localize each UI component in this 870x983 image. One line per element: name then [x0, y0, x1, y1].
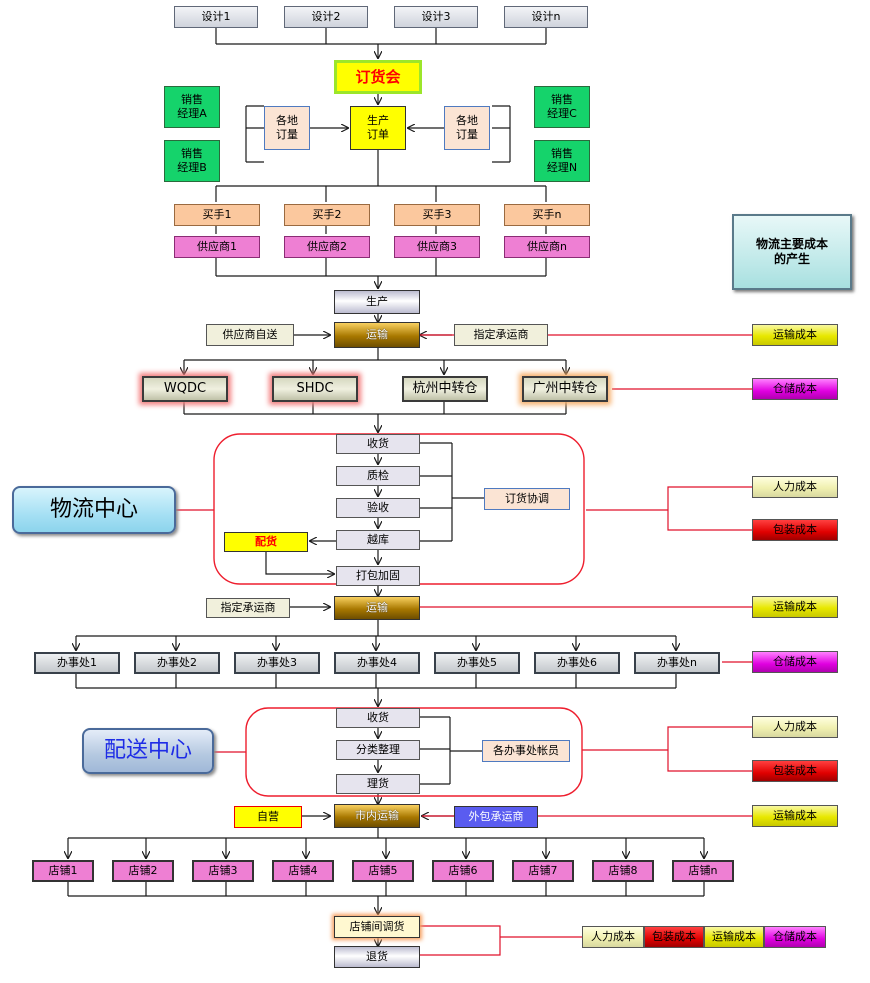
cost-storage-2: 仓储成本 [752, 651, 838, 673]
store-box-n: 店铺n [672, 860, 734, 882]
outsourced-carrier-box: 外包承运商 [454, 806, 538, 828]
office-box-6: 办事处6 [534, 652, 620, 674]
store-box-5: 店铺5 [352, 860, 414, 882]
allocation-box: 配货 [224, 532, 308, 552]
design-box-2: 设计2 [284, 6, 368, 28]
store-box-4: 店铺4 [272, 860, 334, 882]
cost-transport-3: 运输成本 [752, 805, 838, 827]
order-coordination-box: 订货协调 [484, 488, 570, 510]
lc-step-accept: 验收 [336, 498, 420, 518]
warehouse-shdc: SHDC [272, 376, 358, 402]
store-box-2: 店铺2 [112, 860, 174, 882]
office-box-4: 办事处4 [334, 652, 420, 674]
store-box-7: 店铺7 [512, 860, 574, 882]
office-box-3: 办事处3 [234, 652, 320, 674]
dc-step-arrange: 理货 [336, 774, 420, 794]
buyer-box-3: 买手3 [394, 204, 480, 226]
store-box-1: 店铺1 [32, 860, 94, 882]
supplier-box-n: 供应商n [504, 236, 590, 258]
sales-manager-b: 销售 经理B [164, 140, 220, 182]
self-operated-box: 自营 [234, 806, 302, 828]
buyer-box-1: 买手1 [174, 204, 260, 226]
lc-step-inspect: 质检 [336, 466, 420, 486]
order-fair-box: 订货会 [334, 60, 422, 94]
local-orders-right: 各地 订量 [444, 106, 490, 150]
cost-row-labor: 人力成本 [582, 926, 644, 948]
design-box-n: 设计n [504, 6, 588, 28]
cost-row-packaging: 包装成本 [644, 926, 704, 948]
cost-labor-1: 人力成本 [752, 476, 838, 498]
sales-manager-a: 销售 经理A [164, 86, 220, 128]
dc-step-sort: 分类整理 [336, 740, 420, 760]
warehouse-guangzhou: 广州中转仓 [522, 376, 608, 402]
office-box-5: 办事处5 [434, 652, 520, 674]
warehouse-hangzhou: 杭州中转仓 [402, 376, 488, 402]
design-box-3: 设计3 [394, 6, 478, 28]
supplier-box-2: 供应商2 [284, 236, 370, 258]
cost-storage-1: 仓储成本 [752, 378, 838, 400]
buyer-box-n: 买手n [504, 204, 590, 226]
office-box-1: 办事处1 [34, 652, 120, 674]
legend-box: 物流主要成本 的产生 [732, 214, 852, 290]
supplier-box-1: 供应商1 [174, 236, 260, 258]
returns-box: 退货 [334, 946, 420, 968]
office-accountants-box: 各办事处帐员 [482, 740, 570, 762]
store-transfer-box: 店铺间调货 [334, 916, 420, 938]
sales-manager-c: 销售 经理C [534, 86, 590, 128]
cost-packaging-2: 包装成本 [752, 760, 838, 782]
logistics-center-title: 物流中心 [12, 486, 176, 534]
warehouse-wqdc: WQDC [142, 376, 228, 402]
lc-step-receive: 收货 [336, 434, 420, 454]
lc-step-pack: 打包加固 [336, 566, 420, 586]
store-box-3: 店铺3 [192, 860, 254, 882]
supplier-self-delivery: 供应商自送 [206, 324, 294, 346]
office-box-2: 办事处2 [134, 652, 220, 674]
store-box-8: 店铺8 [592, 860, 654, 882]
office-box-n: 办事处n [634, 652, 720, 674]
cost-transport-1: 运输成本 [752, 324, 838, 346]
production-box: 生产 [334, 290, 420, 314]
distribution-center-title: 配送中心 [82, 728, 214, 774]
city-transport-box: 市内运输 [334, 804, 420, 828]
designated-carrier-1: 指定承运商 [454, 324, 548, 346]
sales-manager-n: 销售 经理N [534, 140, 590, 182]
local-orders-left: 各地 订量 [264, 106, 310, 150]
transport-box-1: 运输 [334, 322, 420, 348]
cost-packaging-1: 包装成本 [752, 519, 838, 541]
store-box-6: 店铺6 [432, 860, 494, 882]
dc-step-receive: 收货 [336, 708, 420, 728]
production-order-box: 生产 订单 [350, 106, 406, 150]
cost-transport-2: 运输成本 [752, 596, 838, 618]
transport-box-2: 运输 [334, 596, 420, 620]
cost-labor-2: 人力成本 [752, 716, 838, 738]
cost-row-storage: 仓储成本 [764, 926, 826, 948]
lc-step-crossdock: 越库 [336, 530, 420, 550]
designated-carrier-2: 指定承运商 [206, 598, 290, 618]
cost-row-transport: 运输成本 [704, 926, 764, 948]
supplier-box-3: 供应商3 [394, 236, 480, 258]
design-box-1: 设计1 [174, 6, 258, 28]
buyer-box-2: 买手2 [284, 204, 370, 226]
